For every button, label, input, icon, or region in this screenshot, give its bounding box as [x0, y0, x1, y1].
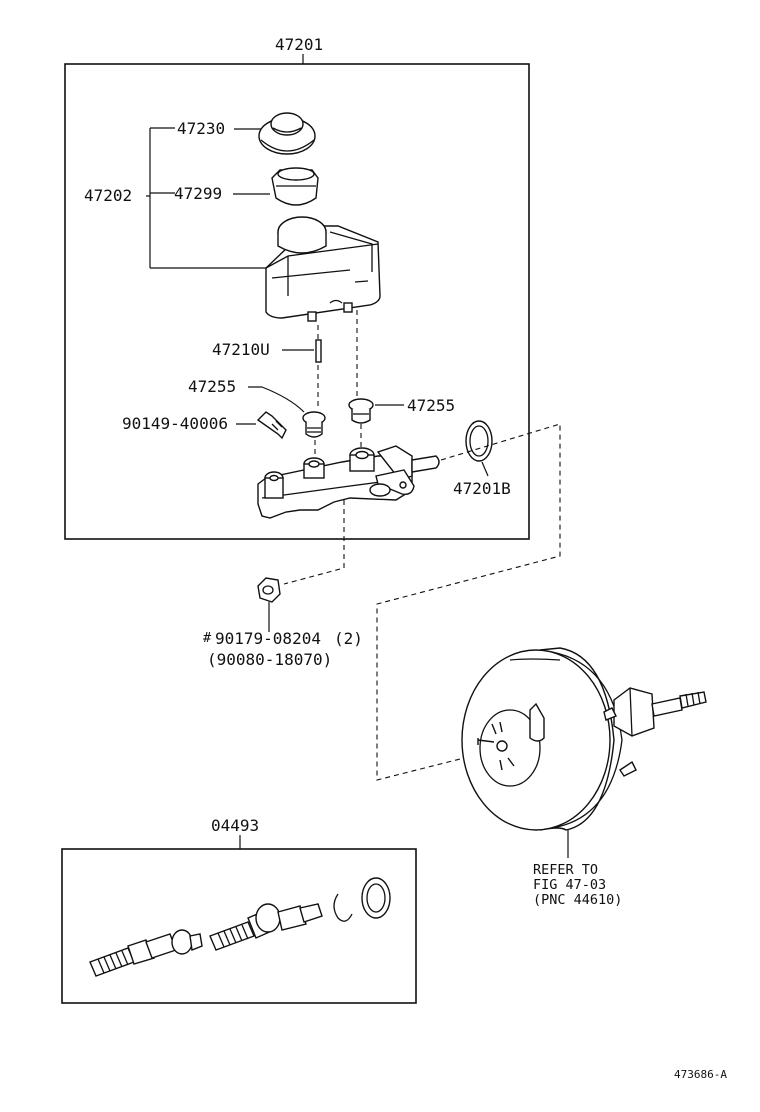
repair-kit-box: [61, 848, 417, 1004]
label-90179-08204[interactable]: 90179-08204: [215, 629, 321, 648]
label-47201[interactable]: 47201: [275, 35, 323, 54]
flange-nut[interactable]: [257, 577, 281, 603]
grommet-left[interactable]: [302, 411, 326, 438]
pin-47210u[interactable]: [315, 339, 322, 363]
label-47210u[interactable]: 47210U: [212, 340, 270, 359]
label-47299[interactable]: 47299: [174, 184, 222, 203]
nut-leader: [283, 500, 345, 585]
booster-mount-leader: [376, 423, 561, 781]
main-assembly-box: [64, 63, 530, 540]
refer-line-3: (PNC 44610): [533, 892, 622, 908]
label-90080-18070[interactable]: (90080-18070): [207, 650, 332, 669]
reservoir-strainer[interactable]: [271, 167, 319, 206]
label-04493[interactable]: 04493: [211, 816, 259, 835]
master-cylinder[interactable]: [257, 445, 440, 519]
refer-line-1: REFER TO: [533, 862, 598, 878]
label-47255-left[interactable]: 47255: [188, 377, 236, 396]
union-bolt[interactable]: [256, 411, 287, 440]
primary-piston[interactable]: [89, 929, 203, 977]
label-90149-40006[interactable]: 90149-40006: [122, 414, 228, 433]
label-47202[interactable]: 47202: [84, 186, 132, 205]
snap-ring[interactable]: [333, 893, 353, 922]
grommet-right[interactable]: [348, 398, 374, 424]
nut-qty: (2): [334, 629, 363, 648]
nut-marker: #: [203, 630, 212, 646]
refer-line-2[interactable]: FIG 47-03: [533, 877, 606, 893]
reservoir-tank[interactable]: [265, 216, 381, 322]
label-47230[interactable]: 47230: [177, 119, 225, 138]
secondary-piston[interactable]: [209, 903, 323, 951]
label-47255-right[interactable]: 47255: [407, 396, 455, 415]
reservoir-cap[interactable]: [258, 112, 316, 155]
reservoir-group-bracket: [146, 127, 266, 269]
label-47201b[interactable]: 47201B: [453, 479, 511, 498]
figure-id: 473686-A: [674, 1068, 727, 1081]
brake-booster[interactable]: [461, 647, 707, 831]
